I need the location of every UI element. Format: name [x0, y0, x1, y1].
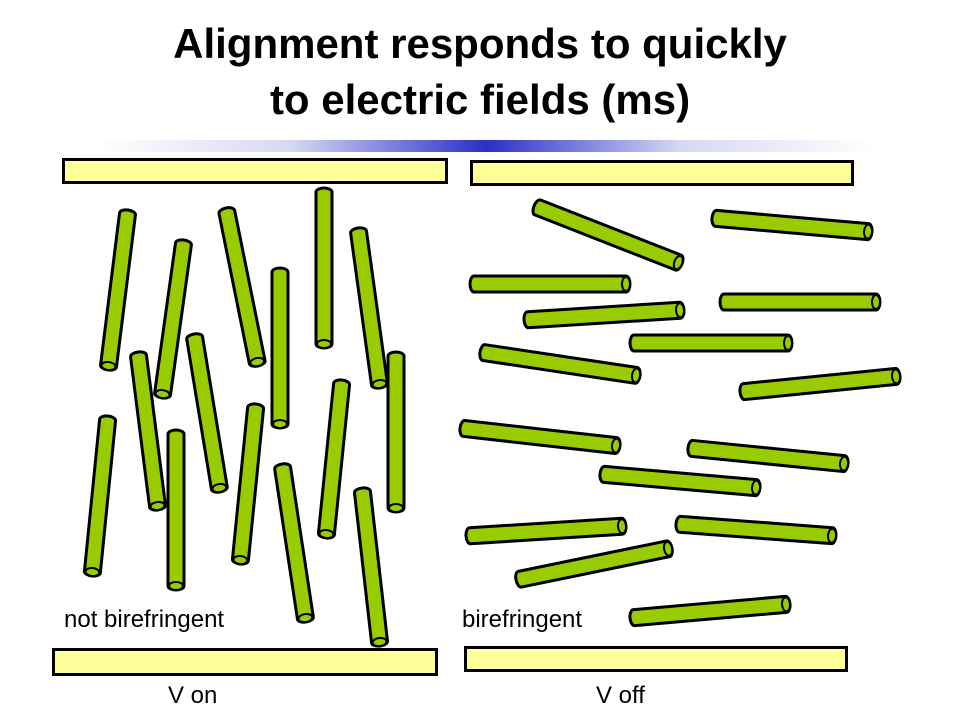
liquid-crystal-rod	[738, 366, 902, 402]
title-line-2: to electric fields (ms)	[269, 76, 691, 123]
liquid-crystal-rod	[718, 292, 882, 312]
right-state-label: birefringent	[462, 606, 583, 633]
liquid-crystal-rod	[386, 350, 406, 514]
liquid-crystal-rod	[478, 343, 642, 385]
liquid-crystal-rod	[270, 266, 290, 430]
title-underline	[96, 140, 876, 152]
liquid-crystal-rod	[217, 206, 267, 368]
left-bottom-electrode	[52, 648, 438, 676]
liquid-crystal-rod	[674, 514, 838, 546]
liquid-crystal-rod	[710, 208, 874, 242]
liquid-crystal-rod	[458, 418, 622, 456]
right-bottom-electrode	[464, 646, 848, 672]
right-voltage-label: V off	[596, 682, 645, 709]
liquid-crystal-rod	[129, 350, 167, 512]
liquid-crystal-rod	[273, 462, 315, 624]
title-line-1: Alignment responds to quickly	[173, 20, 787, 67]
liquid-crystal-rod	[185, 332, 229, 494]
liquid-crystal-rod	[464, 516, 628, 546]
liquid-crystal-rod	[514, 539, 674, 589]
liquid-crystal-rod	[166, 428, 186, 592]
right-top-electrode	[470, 160, 854, 186]
liquid-crystal-rod	[522, 300, 686, 330]
liquid-crystal-rod	[628, 333, 794, 353]
left-voltage-label: V on	[168, 682, 218, 709]
liquid-crystal-rod	[352, 486, 390, 648]
liquid-crystal-rod	[628, 594, 792, 628]
liquid-crystal-rod	[82, 414, 118, 578]
liquid-crystal-rod	[349, 226, 389, 390]
left-top-electrode	[62, 158, 448, 184]
liquid-crystal-rod	[598, 464, 762, 498]
left-state-label: not birefringent	[64, 606, 225, 633]
liquid-crystal-rod	[468, 274, 632, 294]
liquid-crystal-rod	[531, 198, 685, 272]
liquid-crystal-rod	[99, 208, 137, 372]
liquid-crystal-rod	[230, 402, 266, 566]
liquid-crystal-rod	[314, 186, 334, 350]
liquid-crystal-rod	[153, 238, 193, 400]
slide-title: Alignment responds to quickly to electri…	[0, 16, 960, 128]
liquid-crystal-rod	[316, 378, 352, 540]
liquid-crystal-rod	[686, 438, 850, 474]
